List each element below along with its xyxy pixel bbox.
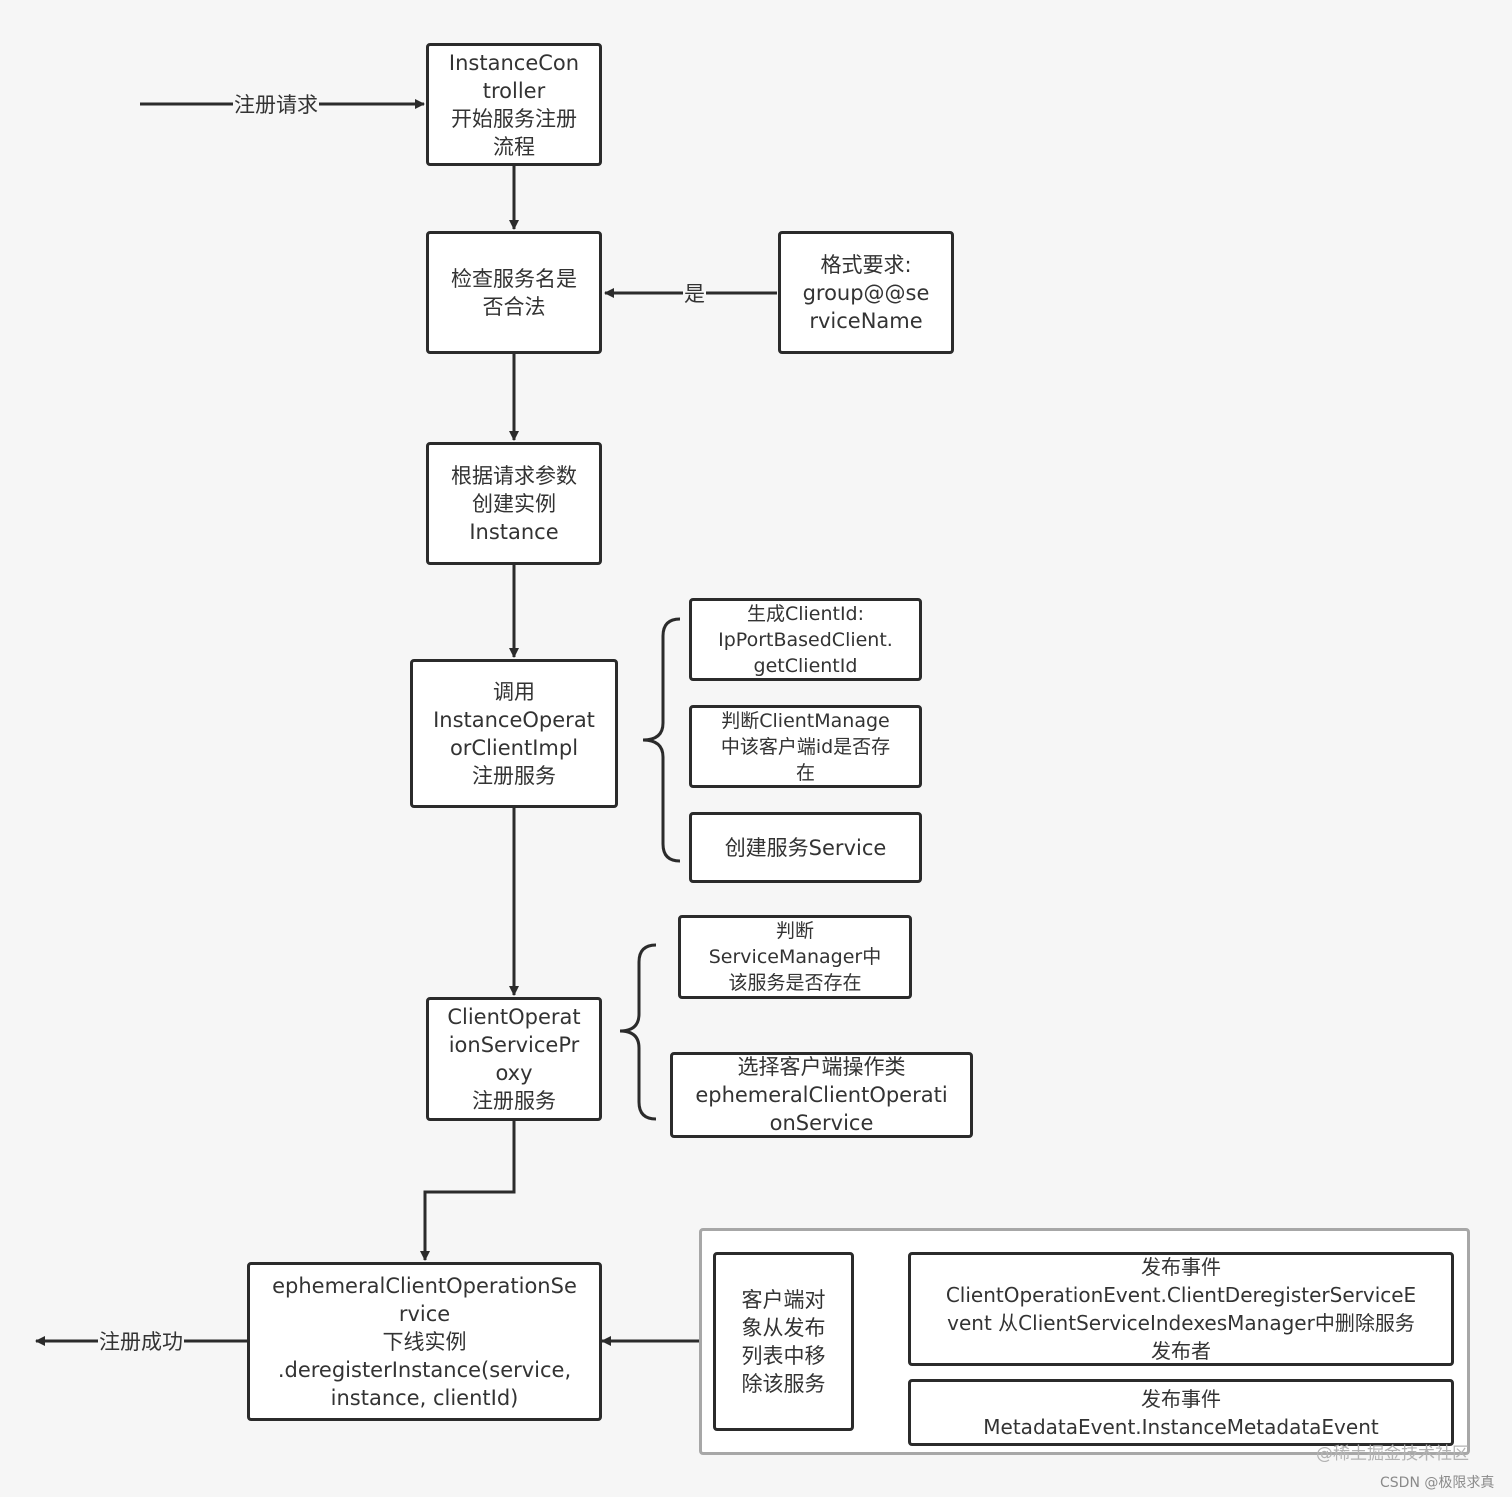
node-create-service: 创建服务Service [689,812,922,883]
label-yes: 是 [683,281,706,307]
node-instance-operator-client-impl: 调用 InstanceOperat orClientImpl 注册服务 [410,659,618,808]
watermark-csdn: CSDN @极限求真 [1380,1475,1495,1491]
brace-impl-steps [642,617,681,863]
label-register-request: 注册请求 [233,92,319,118]
node-check-service-manager: 判断 ServiceManager中 该服务是否存在 [678,915,912,999]
node-choose-client-operation: 选择客户端操作类 ephemeralClientOperati onServic… [670,1052,973,1138]
node-event-client-deregister: 发布事件 ClientOperationEvent.ClientDeregist… [908,1252,1454,1366]
node-client-operation-service-proxy: ClientOperat ionServicePr oxy 注册服务 [426,997,602,1121]
node-format-requirement: 格式要求: group@@se rviceName [778,231,954,354]
node-event-instance-metadata: 发布事件 MetadataEvent.InstanceMetadataEvent [908,1379,1454,1446]
brace-proxy-steps [619,943,657,1121]
node-check-service-name: 检查服务名是 否合法 [426,231,602,354]
node-instance-controller: InstanceCon troller 开始服务注册 流程 [426,43,602,166]
watermark-juejin: @稀土掘金技术社区 [1316,1444,1469,1464]
edge-proxy-to-ephemeral [420,1121,516,1261]
node-remove-client-from-publishers: 客户端对 象从发布 列表中移 除该服务 [713,1252,854,1431]
node-generate-clientid: 生成ClientId: IpPortBasedClient. getClient… [689,598,922,681]
node-ephemeral-client-operation-service: ephemeralClientOperationSe rvice 下线实例 .d… [247,1262,602,1421]
node-create-instance: 根据请求参数 创建实例 Instance [426,442,602,565]
node-check-client-manager: 判断ClientManage 中该客户端id是否存 在 [689,705,922,788]
label-register-success: 注册成功 [98,1329,184,1355]
